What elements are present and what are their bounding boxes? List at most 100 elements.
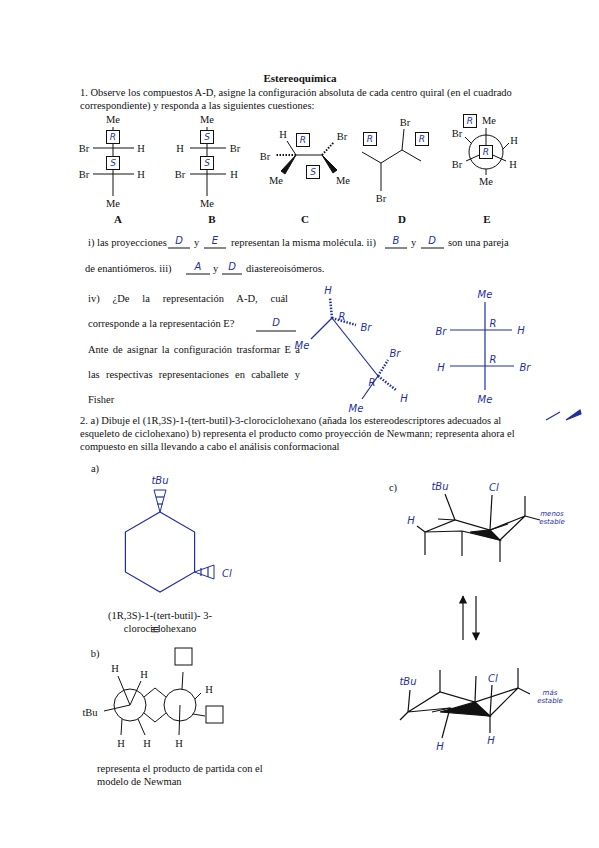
handwritten-answer: Me: [478, 393, 493, 406]
atom-label: Br: [260, 150, 271, 163]
atom-label: c): [389, 481, 397, 494]
compound-letter: C: [301, 213, 309, 226]
handwritten-answer: Me: [349, 402, 364, 415]
atom-label: Me: [479, 175, 493, 188]
configuration-letter: R: [467, 116, 473, 126]
atom-label: Br: [452, 127, 463, 140]
configuration-box: R: [106, 130, 120, 144]
atom-label: y: [411, 236, 416, 249]
atom-label: y: [194, 236, 199, 249]
atom-label: H: [143, 737, 151, 750]
configuration-box: S: [200, 130, 214, 144]
handwritten-answer: H: [517, 324, 525, 337]
handwritten-answer: H: [324, 284, 332, 297]
handwritten-answer: H: [400, 392, 408, 405]
atom-label: son una pareja: [448, 236, 509, 249]
handwritten-answer: R: [369, 376, 376, 389]
atom-label: H: [137, 142, 145, 155]
configuration-box: S: [200, 156, 214, 170]
text-block: más estable: [530, 689, 570, 705]
handwritten-answer: H: [437, 361, 445, 374]
atom-label: H: [279, 128, 287, 141]
handwritten-answer: R: [339, 310, 346, 323]
atom-label: H: [510, 134, 518, 147]
handwritten-answer: H: [407, 514, 415, 527]
configuration-letter: S: [204, 132, 210, 142]
configuration-letter: R: [110, 132, 116, 142]
configuration-box: S: [106, 156, 120, 170]
handwritten-answer: Br: [520, 361, 531, 374]
handwritten-answer: Br: [436, 325, 447, 338]
configuration-letter: S: [204, 158, 210, 168]
text-block: Ante de asignar la configuración trasfor…: [88, 337, 300, 412]
atom-label: H: [509, 158, 517, 171]
atom-label: H: [140, 668, 148, 681]
atom-label: H: [111, 662, 119, 675]
atom-label: representan la misma molécula. ii): [231, 236, 376, 249]
handwritten-answer: Me: [295, 339, 310, 352]
atom-label: b): [91, 647, 100, 660]
atom-label: diastereoisómeros.: [246, 262, 324, 275]
configuration-box: R: [479, 145, 493, 159]
handwritten-answer: tBu: [431, 480, 448, 493]
handwritten-answer: Br: [361, 321, 372, 334]
handwritten-answer: H: [436, 740, 444, 753]
text-block: 2. a) Dibuje el (1R,3S)-1-(tert-butil)-3…: [80, 414, 535, 453]
handwritten-answer: D: [175, 234, 183, 247]
configuration-box: R: [415, 132, 429, 146]
atom-label: Br: [376, 192, 387, 205]
handwritten-answer: Cl: [489, 481, 499, 494]
configuration-letter: R: [300, 135, 306, 145]
atom-label: Me: [269, 174, 283, 187]
worksheet-title: Estereoquímica: [263, 72, 336, 85]
handwritten-answer: R: [490, 353, 497, 366]
atom-label: Me: [336, 174, 350, 187]
configuration-box: R: [463, 114, 477, 128]
atom-label: tBu: [82, 706, 97, 719]
atom-label: H: [137, 168, 145, 181]
handwritten-answer: A: [195, 260, 202, 273]
text-block: (1R,3S)-1-(tert-butil)- 3-clorociclohexa…: [100, 609, 220, 635]
compound-letter: D: [398, 213, 406, 226]
handwritten-answer: Br: [390, 347, 401, 360]
atom-label: Br: [79, 168, 90, 181]
atom-label: ≡: [150, 622, 159, 638]
atom-label: H: [230, 168, 238, 181]
atom-label: H: [176, 142, 184, 155]
compound-letter: A: [114, 213, 122, 226]
atom-label: H: [117, 737, 125, 750]
atom-label: Br: [175, 168, 186, 181]
handwritten-answer: E: [212, 234, 218, 247]
handwritten-answer: D: [272, 316, 280, 329]
handwritten-answer: H: [487, 734, 495, 747]
compound-letter: B: [208, 213, 215, 226]
text-block: representa el producto de partida con el…: [97, 762, 287, 788]
text-block: menos estable: [532, 510, 572, 526]
atom-label: Me: [106, 113, 120, 126]
text-block: iv) ¿De la representación A-D, cuál corr…: [88, 286, 288, 336]
configuration-letter: R: [419, 134, 425, 144]
handwritten-answer: Me: [478, 288, 493, 301]
handwritten-answer: Cl: [488, 672, 498, 685]
compound-letter: E: [483, 213, 490, 226]
atom-label: Br: [337, 130, 348, 143]
atom-label: H: [175, 737, 183, 750]
atom-label: Me: [106, 197, 120, 210]
handwritten-answer: R: [490, 317, 497, 330]
handwritten-answer: tBu: [399, 675, 416, 688]
atom-label: Br: [400, 116, 411, 129]
atom-label: a): [91, 462, 99, 475]
configuration-box: S: [306, 165, 320, 179]
configuration-letter: S: [310, 167, 316, 177]
configuration-letter: R: [367, 134, 373, 144]
atom-label: Br: [230, 142, 241, 155]
handwritten-answer: tBu: [151, 474, 168, 487]
configuration-letter: R: [483, 147, 489, 157]
handwritten-answer: D: [428, 234, 436, 247]
atom-label: Br: [452, 158, 463, 171]
configuration-box: R: [296, 133, 310, 147]
text-block: 1. Observe los compuestos A-D, asigne la…: [80, 86, 535, 112]
handwritten-answer: Cl: [222, 567, 232, 580]
configuration-letter: S: [110, 158, 116, 168]
